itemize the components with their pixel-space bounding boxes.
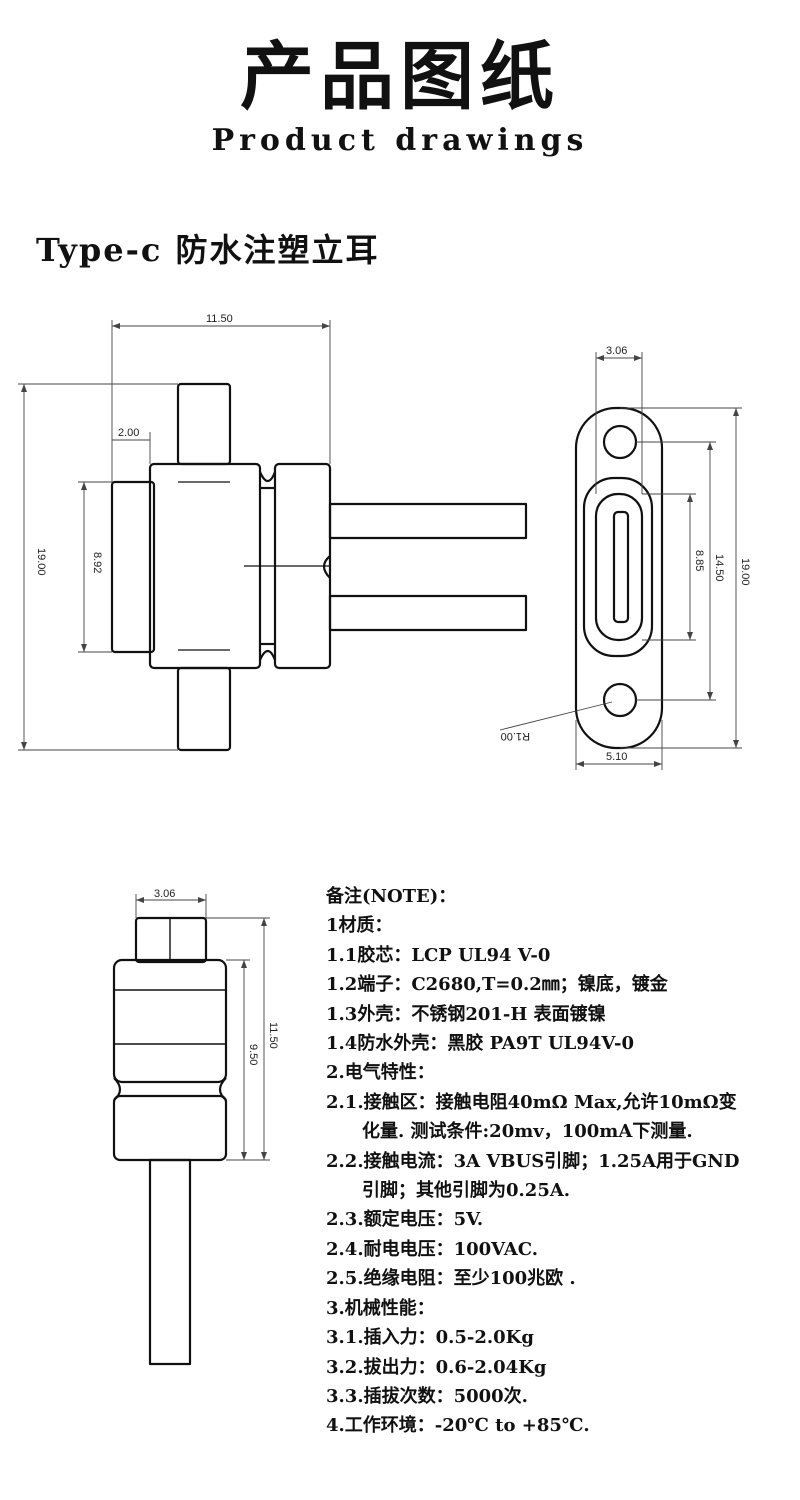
- dim-front-width: 11.50: [206, 313, 233, 325]
- dim-front-step: 2.00: [118, 427, 139, 439]
- side-view: [112, 916, 228, 1366]
- dim-end-height: 19.00: [739, 558, 751, 586]
- dim-front-height: 19.00: [35, 548, 47, 576]
- note-line: 2.5.绝缘电阻：至少100兆欧 .: [326, 1268, 576, 1290]
- note-line: 1.4防水外壳：黑胶 PA9T UL94V-0: [326, 1033, 635, 1055]
- dim-front-inner: 8.92: [91, 552, 103, 573]
- note-line: 化量. 测试条件:20mv，100mA下测量.: [362, 1121, 693, 1143]
- dim-side-body: 9.50: [247, 1044, 259, 1065]
- note-line: 2.4.耐电电压：100VAC.: [326, 1238, 538, 1260]
- front-view: [110, 382, 528, 752]
- note-line: 2.3.额定电压：5V.: [326, 1209, 484, 1231]
- note-line: 3.机械性能：: [326, 1297, 435, 1319]
- dim-side-height: 11.50: [267, 1022, 279, 1049]
- dim-end-slot: 8.85: [693, 550, 705, 571]
- notes-heading: 备注(NOTE)：: [326, 886, 457, 907]
- note-line: 1材质：: [326, 915, 393, 937]
- note-line: 1.2端子：C2680,T=0.2㎜；镍底，镀金: [326, 974, 668, 996]
- note-line: 4.工作环境：-20℃ to +85℃.: [326, 1415, 590, 1437]
- dim-end-top: 3.06: [606, 345, 627, 357]
- dim-end-radius: R1.00: [501, 730, 530, 742]
- dim-side-top: 3.06: [154, 888, 175, 900]
- dim-end-width: 5.10: [606, 751, 627, 763]
- note-line: 2.电气特性：: [326, 1062, 435, 1084]
- note-line: 3.2.拔出力：0.6-2.04Kg: [326, 1356, 547, 1378]
- note-line: 2.2.接触电流：3A VBUS引脚；1.25A用于GND: [326, 1150, 740, 1172]
- end-view: [574, 406, 664, 750]
- page-title: 产品图纸: [240, 34, 560, 120]
- note-line: 3.3.插拔次数：5000次.: [326, 1385, 528, 1407]
- note-line: 3.1.插入力：0.5-2.0Kg: [326, 1327, 534, 1349]
- notes-block: 备注(NOTE)： 1材质： 1.1胶芯：LCP UL94 V-0 1.2端子：…: [326, 882, 796, 1441]
- product-name: Type-c 防水注塑立耳: [36, 231, 380, 269]
- note-line: 引脚；其他引脚为0.25A.: [362, 1180, 571, 1202]
- dim-end-mid: 14.50: [713, 554, 725, 582]
- note-line: 2.1.接触区：接触电阻40mΩ Max,允许10mΩ变: [326, 1091, 737, 1113]
- page-subtitle-english: Product drawings: [211, 123, 589, 158]
- note-line: 1.3外壳：不锈钢201-H 表面镀镍: [326, 1003, 606, 1025]
- note-line: 1.1胶芯：LCP UL94 V-0: [326, 944, 551, 966]
